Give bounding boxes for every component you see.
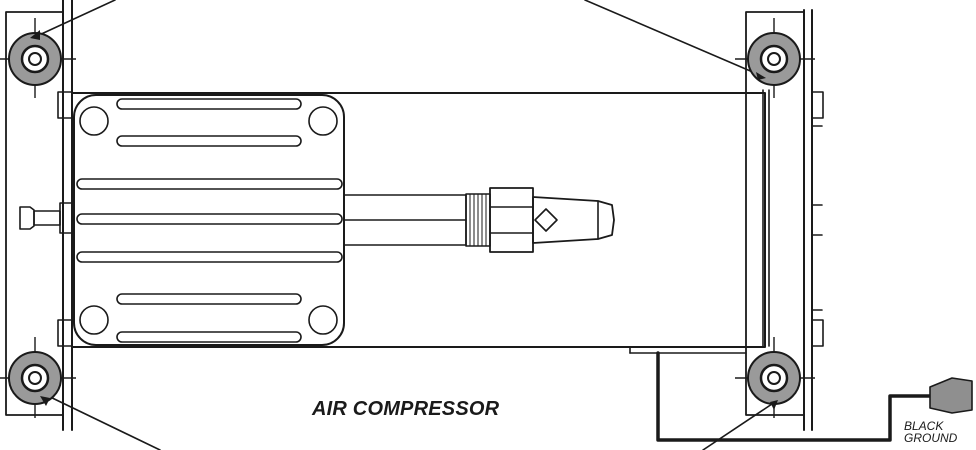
cylinder-head [73, 94, 345, 346]
outlet-fitting [343, 187, 615, 253]
right-mounting-bracket [745, 9, 824, 431]
wire-label-color: BLACK [904, 419, 944, 433]
grommet-top-left [0, 18, 76, 98]
leader-arrowheads [30, 30, 778, 410]
mounting-grommet-icon [0, 18, 815, 418]
ground-wire [656, 351, 973, 442]
diagram-title: AIR COMPRESSOR [312, 398, 500, 420]
compressor-body [71, 92, 766, 354]
wire-label-function: GROUND [904, 431, 958, 445]
grommet-top-right [735, 18, 815, 98]
intake-barb-fitting [19, 202, 75, 234]
leader-lines [36, 0, 776, 450]
grommet-bottom-left [0, 337, 76, 418]
